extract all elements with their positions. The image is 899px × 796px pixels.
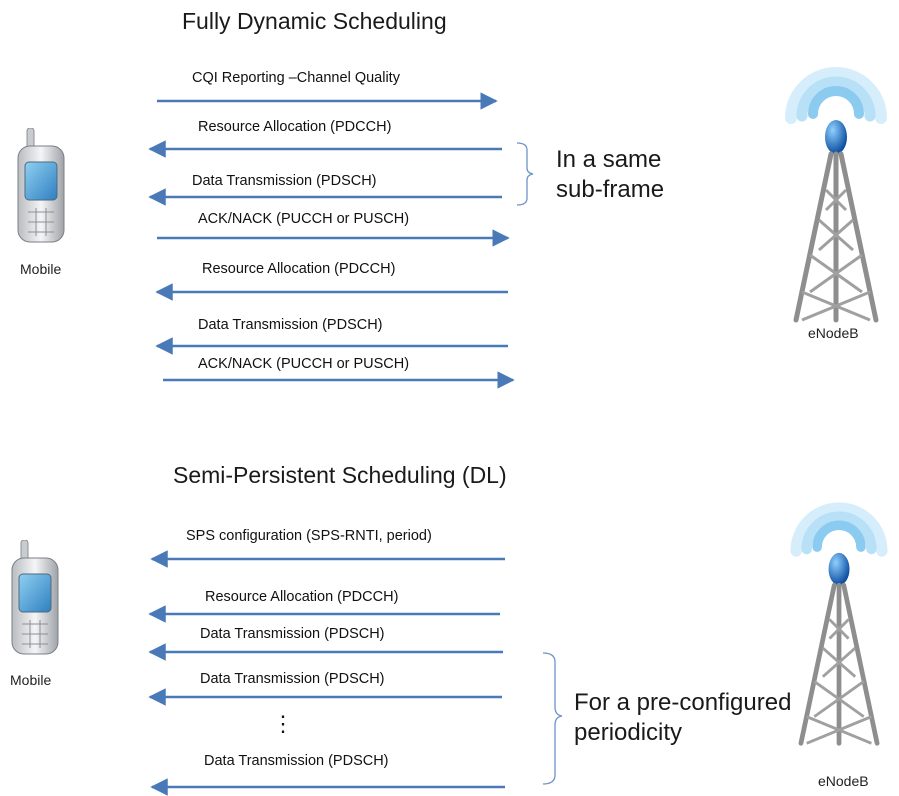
mobile-phone-icon	[11, 540, 59, 655]
msg-resource-allocation: Resource Allocation (PDCCH)	[198, 119, 392, 135]
msg-data-transmission-sps-3: Data Transmission (PDSCH)	[204, 753, 389, 769]
mobile-label: Mobile	[20, 261, 62, 277]
msg-data-transmission-sps-1: Data Transmission (PDSCH)	[200, 626, 385, 642]
brace-periodicity	[542, 652, 563, 785]
msg-sps-configuration: SPS configuration (SPS-RNTI, period)	[186, 528, 432, 544]
msg-resource-allocation-sps: Resource Allocation (PDCCH)	[205, 589, 399, 605]
semi-persistent-title: Semi-Persistent Scheduling (DL)	[173, 462, 507, 488]
enodeb-label: eNodeB	[808, 325, 859, 341]
note-same-subframe: In a same sub-frame	[556, 146, 665, 203]
msg-ack-nack: ACK/NACK (PUCCH or PUSCH)	[198, 211, 410, 227]
msg-data-transmission-sps-2: Data Transmission (PDSCH)	[200, 671, 385, 687]
note-preconfigured-periodicity: For a pre-configured periodicity	[574, 689, 792, 746]
msg-data-transmission: Data Transmission (PDSCH)	[192, 173, 377, 189]
msg-resource-allocation-2: Resource Allocation (PDCCH)	[202, 261, 396, 277]
cell-tower-icon	[790, 502, 888, 746]
mobile-label-2: Mobile	[10, 672, 52, 688]
msg-data-transmission-2: Data Transmission (PDSCH)	[198, 317, 383, 333]
brace-same-subframe	[516, 142, 534, 206]
msg-cqi-reporting: CQI Reporting –Channel Quality	[192, 70, 400, 86]
msg-ack-nack-2: ACK/NACK (PUCCH or PUSCH)	[198, 356, 410, 372]
enodeb-label-2: eNodeB	[818, 773, 869, 789]
fully-dynamic-title: Fully Dynamic Scheduling	[182, 8, 447, 34]
ellipsis: ⋮	[272, 711, 294, 736]
mobile-phone-icon	[17, 128, 65, 243]
cell-tower-icon	[785, 67, 887, 323]
